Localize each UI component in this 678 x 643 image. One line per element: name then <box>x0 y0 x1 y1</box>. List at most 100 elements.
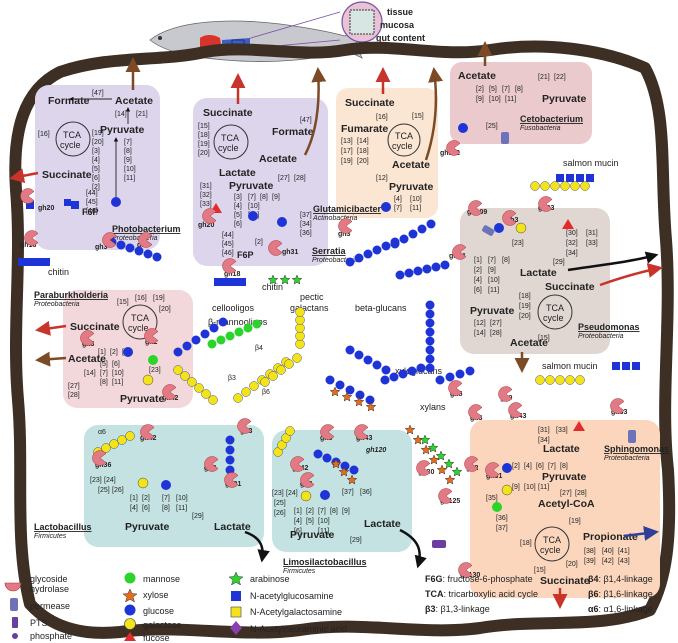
xylose-residue <box>404 424 416 435</box>
galactose-residue <box>550 181 560 191</box>
reaction-ref: [10] <box>124 166 136 173</box>
reaction-ref: [15] <box>538 335 550 342</box>
linkage-entry: α6: α1,6-linkage <box>588 604 653 614</box>
reaction-ref: [17] <box>341 148 353 155</box>
arrow-succinate-out <box>9 168 39 184</box>
nacglc-icon <box>231 591 241 601</box>
reaction-ref: [21] <box>136 111 148 118</box>
glucose-residue <box>389 372 399 382</box>
reaction-ref: [11] <box>124 175 135 182</box>
glycoside-hydrolase-icon <box>268 240 283 256</box>
abbr-key: β3 <box>425 604 436 614</box>
reaction-ref: [20] <box>92 139 104 146</box>
reaction-ref: [2] <box>255 239 263 246</box>
glucose-symbol <box>494 223 504 233</box>
sphingomonas-title: Sphingomonas <box>604 444 669 454</box>
glucose-residue <box>134 246 144 256</box>
reaction-ref: [13] <box>341 138 353 145</box>
glucose-residue <box>390 239 400 249</box>
glucose-residue <box>125 243 135 253</box>
nacglc-residue <box>576 174 584 182</box>
limosilactobacillus-phylum: Firmicutes <box>283 568 316 575</box>
chitin-residue <box>18 258 26 266</box>
box-limosilactobacillus-region <box>272 430 412 552</box>
acetate-label: Acetate <box>510 337 548 349</box>
mannose-symbol <box>492 502 502 512</box>
reaction-ref: [1] <box>294 508 302 515</box>
reaction-ref: [28] <box>490 330 502 337</box>
xylans-label: xylans <box>420 402 446 412</box>
reaction-ref: [16] <box>38 131 50 138</box>
galactose-residue <box>295 339 305 349</box>
glutamicibacter-pathway: TCA cycle Succinate Fumarate Acetate Pyr… <box>312 97 434 238</box>
lactate-label: Lactate <box>364 518 401 530</box>
reaction-ref: [9] <box>124 157 132 164</box>
lactate-label: Lactate <box>520 267 557 279</box>
reaction-ref: [11] <box>318 528 329 535</box>
galactose-symbol <box>300 490 312 502</box>
galactose-residue <box>276 365 286 375</box>
reaction-ref: [26] <box>274 510 286 517</box>
linkage-value: : β1,6-linkage <box>599 589 653 599</box>
reaction-ref: [27] <box>68 383 80 390</box>
xylose-residue <box>420 444 432 455</box>
xylose-residue <box>338 466 350 477</box>
legend-glucose: glucose <box>143 606 174 616</box>
permease-icon <box>10 598 18 611</box>
reaction-ref: [16] <box>135 295 147 302</box>
f6p-label: F6P <box>237 250 254 260</box>
glucose-residue <box>340 461 350 471</box>
pyruvate-label: Pyruvate <box>542 93 587 105</box>
glucose-residue <box>422 264 432 274</box>
tca-label: TCA <box>131 313 149 323</box>
reaction-ref: [19] <box>198 141 210 148</box>
reaction-ref: [29] <box>553 259 565 266</box>
acetate-label: Acetate <box>259 153 297 165</box>
reaction-ref: [43] <box>618 558 630 565</box>
glutamicibacter-title: Glutamicibacter <box>313 204 382 214</box>
abbr-key: TCA <box>425 589 444 599</box>
galactose-residue <box>173 365 183 375</box>
fucose-symbol <box>573 421 585 431</box>
reaction-ref: [8] <box>330 508 338 515</box>
legend-nacneu: N-Acetylneuraminic acid <box>250 624 347 634</box>
galactose-residue <box>125 431 135 441</box>
reaction-ref: [8] <box>260 194 268 201</box>
mannose-residue <box>225 331 235 341</box>
xylose-residue <box>444 474 456 485</box>
nacglc-residue <box>556 174 564 182</box>
glucose-residue <box>425 309 435 319</box>
reaction-ref: [20] <box>357 158 369 165</box>
reaction-ref: [11] <box>505 96 516 103</box>
succinate-label: Succinate <box>345 97 395 109</box>
gh20-label: gh20 <box>38 205 54 212</box>
glycoside-hydrolase-icon <box>80 330 95 346</box>
f6p-label: F6P <box>82 207 99 217</box>
glycoside-hydrolase-icon <box>498 386 513 402</box>
cycle-label: cycle <box>543 313 564 323</box>
reaction-ref: [6] <box>112 361 120 368</box>
mannose-residue <box>216 335 226 345</box>
reaction-ref: [20] <box>159 306 171 313</box>
reaction-ref: [34] <box>300 221 312 228</box>
legend-fucose: fucose <box>143 633 170 643</box>
permease-symbol <box>628 430 636 443</box>
reaction-ref: [6] <box>92 175 100 182</box>
reaction-ref: [7] <box>394 205 402 212</box>
arrow-succinate-out <box>35 320 67 336</box>
xylose-residue <box>341 391 353 402</box>
galactose-residue <box>201 389 211 399</box>
nacglc-residue <box>26 201 34 209</box>
acetate-label: Acetate <box>458 70 496 82</box>
glycoside-hydrolase-icon <box>202 208 217 224</box>
lactobacillus-phylum: Firmicutes <box>34 533 67 540</box>
glycoside-hydrolase-icon <box>508 402 523 418</box>
glucose-residue <box>116 240 126 250</box>
sphingomonas-phylum: Proteobacteria <box>604 455 650 462</box>
arabinose-residue <box>427 442 439 453</box>
reaction-ref: [47] <box>92 90 104 97</box>
acetate-label: Acetate <box>68 353 106 365</box>
reaction-ref: [24] <box>104 477 116 484</box>
permease-symbol <box>501 132 509 144</box>
